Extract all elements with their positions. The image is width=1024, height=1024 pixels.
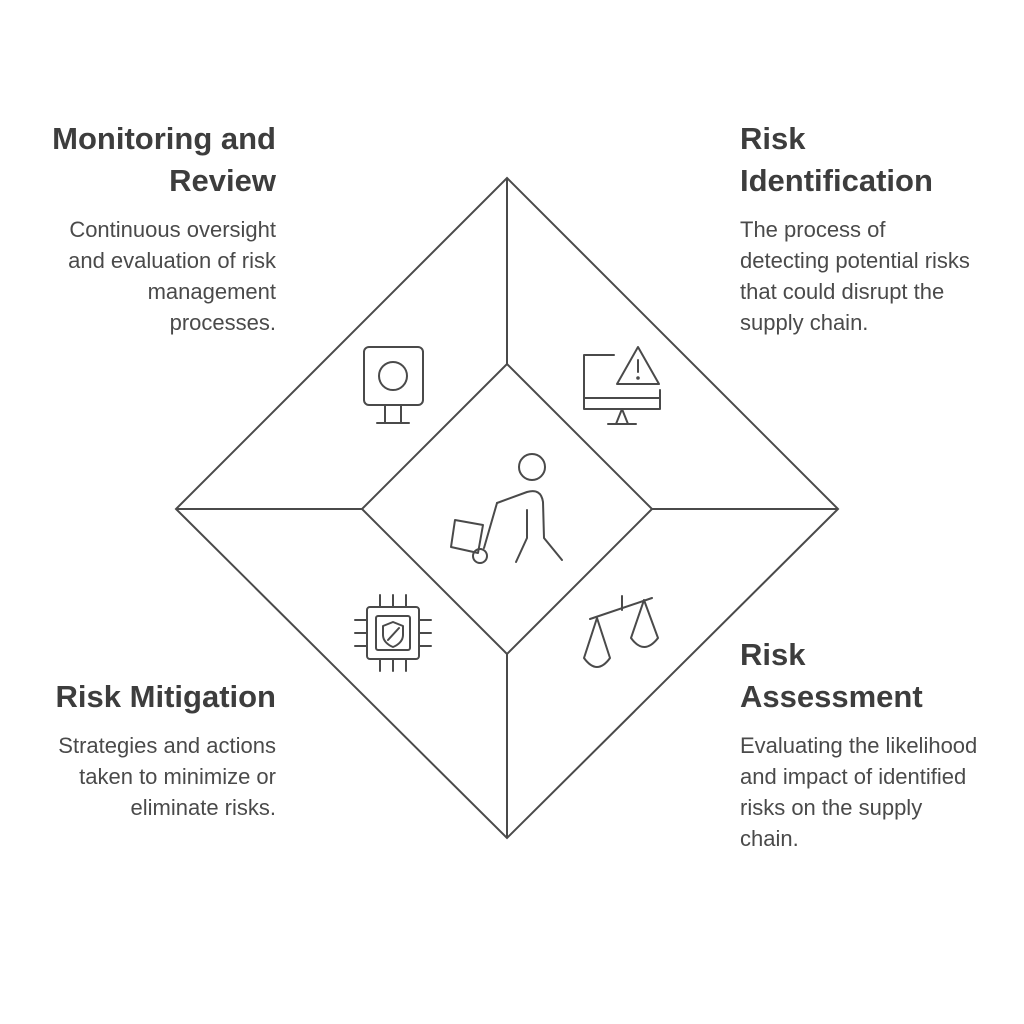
desc-line: taken to minimize or <box>79 764 276 789</box>
section-title: Risk Identification <box>740 118 1020 202</box>
desc-line: that could disrupt the <box>740 279 945 304</box>
inner-diamond <box>360 362 654 656</box>
section-risk-assessment: Risk Assessment Evaluating the likelihoo… <box>740 634 1024 854</box>
title-line: Identification <box>740 163 933 198</box>
title-line: Risk <box>740 637 806 672</box>
balance-scale-icon <box>583 595 659 668</box>
section-description: Evaluating the likelihood and impact of … <box>740 730 1024 854</box>
section-description: Continuous oversight and evaluation of r… <box>0 214 276 338</box>
desc-line: management <box>147 279 276 304</box>
desc-line: chain. <box>740 826 799 851</box>
section-description: The process of detecting potential risks… <box>740 214 1020 338</box>
desc-line: and impact of identified <box>740 764 967 789</box>
monitor-camera-icon <box>363 346 424 424</box>
person-pushing-cart-icon <box>450 453 563 564</box>
section-title: Monitoring and Review <box>0 118 276 202</box>
desc-line: supply chain. <box>740 310 869 335</box>
desc-line: and evaluation of risk <box>68 248 276 273</box>
section-risk-identification: Risk Identification The process of detec… <box>740 118 1020 338</box>
title-line: Monitoring and <box>52 121 276 156</box>
chip-shield-icon <box>354 594 432 672</box>
desc-line: Strategies and actions <box>58 733 276 758</box>
desc-line: Continuous oversight <box>69 217 276 242</box>
title-line: Assessment <box>740 679 923 714</box>
title-line: Risk Mitigation <box>55 679 276 714</box>
title-line: Risk <box>740 121 806 156</box>
desc-line: eliminate risks. <box>130 795 276 820</box>
desc-line: processes. <box>169 310 276 335</box>
section-risk-mitigation: Risk Mitigation Strategies and actions t… <box>0 676 276 823</box>
desc-line: risks on the supply <box>740 795 923 820</box>
section-description: Strategies and actions taken to minimize… <box>0 730 276 823</box>
desc-line: Evaluating the likelihood <box>740 733 978 758</box>
desc-line: detecting potential risks <box>740 248 970 273</box>
section-title: Risk Mitigation <box>0 676 276 718</box>
desc-line: The process of <box>740 217 886 242</box>
title-line: Review <box>169 163 276 198</box>
section-title: Risk Assessment <box>740 634 1024 718</box>
section-monitoring-review: Monitoring and Review Continuous oversig… <box>0 118 276 338</box>
computer-warning-icon <box>583 346 661 425</box>
